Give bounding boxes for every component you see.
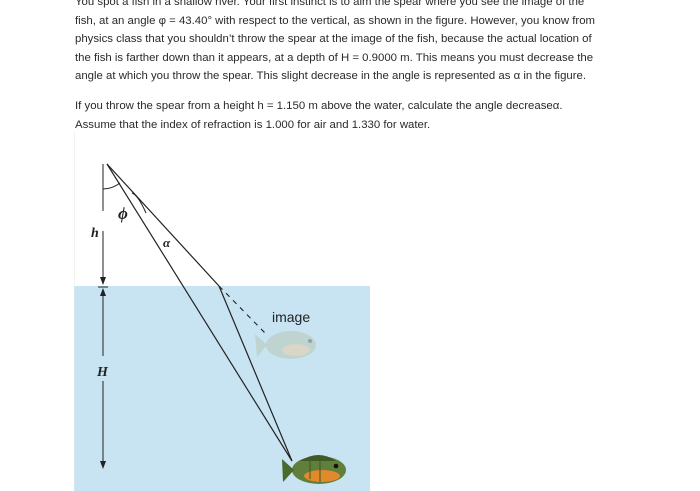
H-label: H (96, 365, 109, 380)
H-arrowhead-bottom (100, 461, 106, 469)
ray-to-image-solid (106, 163, 220, 287)
image-label: image (272, 309, 310, 325)
direct-spear-ray (106, 163, 293, 462)
problem-paragraph-1: You spot a fish in a shallow river. Your… (75, 0, 635, 86)
phi-angle-arc (102, 182, 121, 190)
problem-line-1: You spot a fish in a shallow river. Your… (75, 0, 585, 8)
fish-image-apparent (255, 331, 316, 359)
problem-line-3: physics class that you shouldn’t throw t… (75, 33, 592, 46)
problem-line-4: the fish is farther down than it appears… (75, 51, 594, 64)
alpha-angle-arc (131, 192, 147, 214)
fish-actual (282, 455, 346, 484)
h-arrowhead (100, 277, 106, 285)
ray-to-image-dashed (218, 285, 267, 335)
refraction-figure: ϕ α h H image (74, 131, 372, 491)
refraction-diagram: ϕ α h H image (74, 131, 370, 491)
question-line-1: If you throw the spear from a height h =… (75, 100, 563, 112)
alpha-label: α (163, 235, 171, 250)
h-label: h (91, 226, 99, 241)
problem-line-5: angle at which you throw the spear. This… (75, 70, 587, 83)
question-line-2: Assume that the index of refraction is 1… (75, 118, 431, 131)
phi-label: ϕ (118, 204, 128, 223)
problem-paragraph-2: If you throw the spear from a height h =… (75, 97, 635, 134)
refracted-ray (218, 285, 293, 462)
problem-line-2: fish, at an angle φ = 43.40° with respec… (75, 14, 596, 27)
